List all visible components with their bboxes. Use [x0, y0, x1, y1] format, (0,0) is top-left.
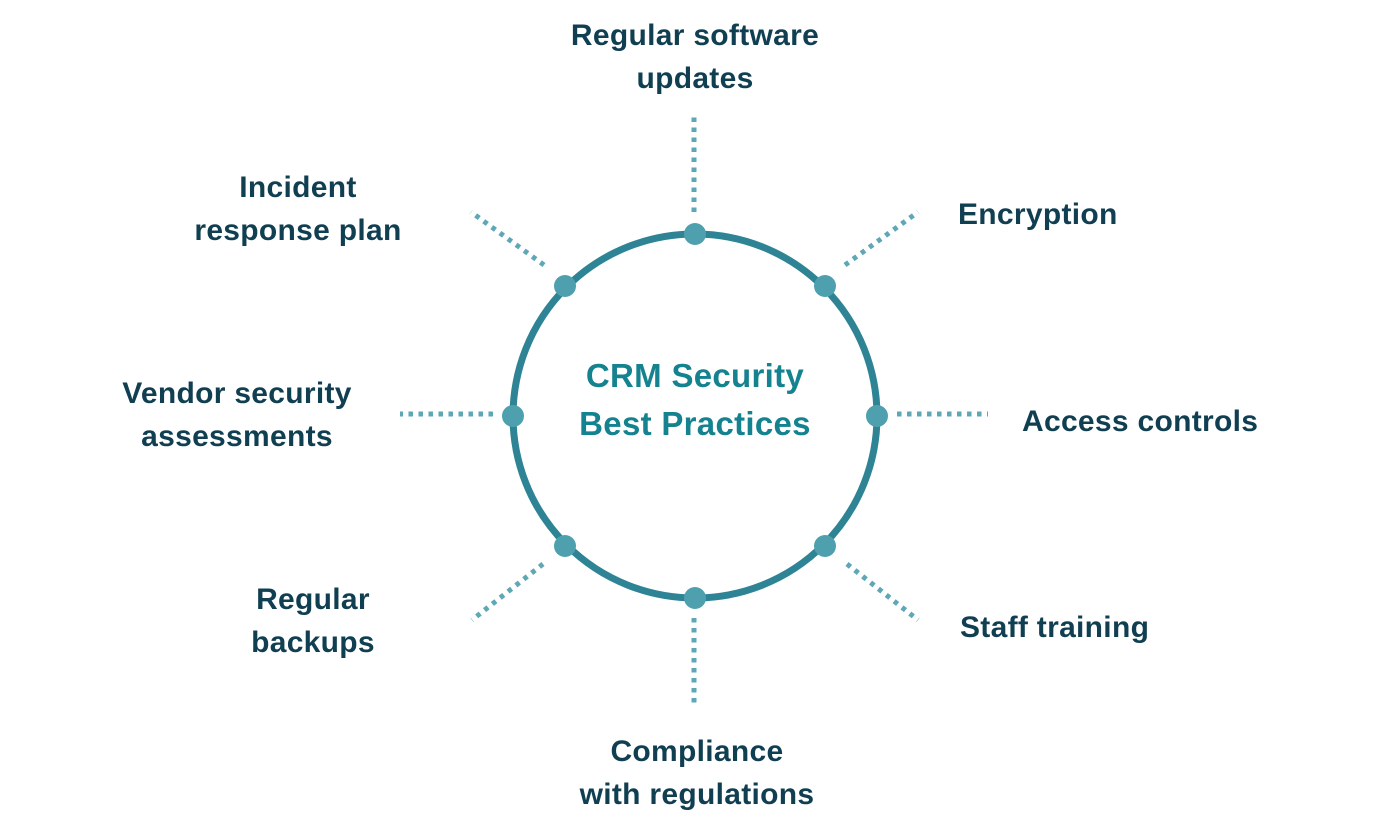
item-label-access-controls: Access controls — [1022, 405, 1259, 438]
node-dot-right-icon — [866, 405, 888, 427]
item-label-regular-software-updates: Regular software updates — [570, 19, 820, 95]
node-dot-bottom-right-icon — [814, 535, 836, 557]
item-label-compliance-with-regulations: Compliance with regulations — [579, 735, 815, 811]
connector-bottom-left-icon — [470, 562, 545, 622]
connector-top-right-icon — [843, 209, 920, 268]
connector-bottom-right-icon — [845, 562, 920, 622]
item-label-encryption: Encryption — [958, 198, 1118, 231]
node-dot-top-icon — [684, 223, 706, 245]
item-label-staff-training: Staff training — [960, 611, 1150, 644]
node-dot-top-right-icon — [814, 275, 836, 297]
node-dot-left-icon — [502, 405, 524, 427]
node-dot-bottom-icon — [684, 587, 706, 609]
node-dot-bottom-left-icon — [554, 535, 576, 557]
item-label-incident-response-plan: Incident response plan — [194, 171, 402, 247]
connector-top-left-icon — [469, 209, 546, 268]
item-label-vendor-security-assessments: Vendor security assessments — [122, 377, 352, 453]
diagram-title: CRM Security Best Practices — [579, 357, 811, 442]
node-dot-top-left-icon — [554, 275, 576, 297]
item-label-regular-backups: Regular backups — [251, 583, 375, 659]
